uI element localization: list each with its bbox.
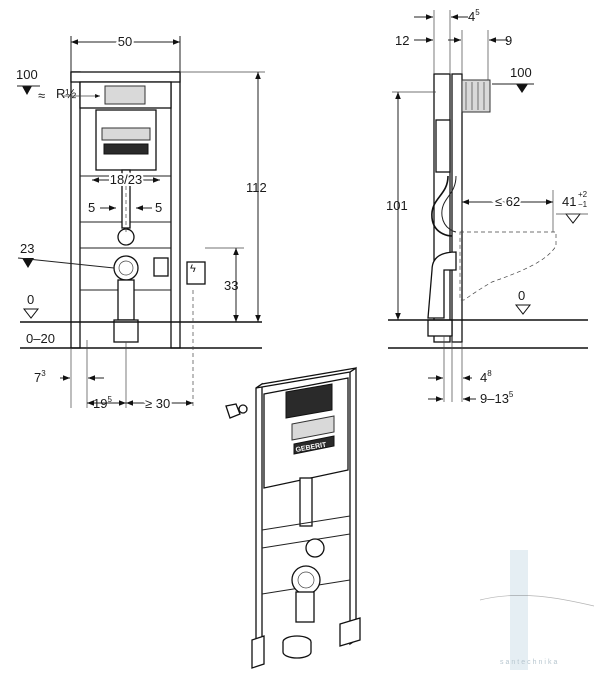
socket-height-label: 33 bbox=[224, 278, 238, 293]
front-water-height: 100 bbox=[16, 67, 38, 82]
electric-bolt-icon: ϟ bbox=[190, 263, 196, 275]
product-valve-block bbox=[285, 383, 333, 419]
drain-height-label: 23 bbox=[20, 241, 34, 256]
front-floor-marker bbox=[22, 308, 40, 319]
front-logo-plate bbox=[103, 143, 149, 155]
bottom-mid-label: 195 bbox=[93, 395, 112, 411]
side-water-level-marker bbox=[516, 84, 528, 93]
outlet-spacing-label: 18/23 bbox=[110, 172, 143, 187]
front-height-label: 112 bbox=[246, 180, 267, 195]
front-water-level-marker bbox=[22, 86, 32, 95]
drain-bend bbox=[113, 255, 139, 281]
bottom-left-label: 73 bbox=[34, 369, 46, 385]
product-top-bar bbox=[255, 367, 357, 389]
product-foot-left bbox=[251, 635, 265, 669]
side-drain-socket bbox=[427, 319, 453, 337]
front-view: 50 112 100 R½ ≈ 18/23 5 5 23 33 ϟ 0 0 bbox=[16, 32, 267, 413]
drain-pipe bbox=[117, 279, 135, 321]
product-post-left bbox=[255, 382, 263, 668]
side-seat-label: 41 bbox=[562, 194, 576, 209]
watermark-bar bbox=[510, 550, 528, 670]
product-actuator bbox=[291, 415, 335, 441]
offset-right-label: 5 bbox=[155, 200, 162, 215]
front-floor-range: 0–20 bbox=[26, 331, 55, 346]
drain-level-marker bbox=[22, 258, 34, 268]
side-top-left-label: 12 bbox=[395, 33, 409, 48]
side-frame-rail bbox=[451, 73, 463, 343]
watermark-text: santechnika bbox=[500, 659, 559, 666]
product-post-right bbox=[349, 366, 357, 646]
side-floor-marker bbox=[514, 304, 532, 315]
product-drain-bend bbox=[291, 565, 321, 595]
drain-socket bbox=[113, 319, 139, 343]
side-toilet-bowl bbox=[459, 231, 557, 301]
power-socket-box bbox=[186, 261, 206, 285]
side-seat-tol-minus: −1 bbox=[578, 200, 588, 209]
front-floor-label: 0 bbox=[27, 292, 34, 307]
side-cistern-valve bbox=[461, 79, 491, 113]
side-bowl-reach-label: ≤ 62 bbox=[495, 194, 520, 209]
watermark-arc bbox=[479, 595, 595, 607]
side-flush-pipe bbox=[431, 175, 453, 237]
side-view: 45 12 9 100 101 ≤ 62 41 +2 −1 0 bbox=[386, 8, 588, 406]
frame-post-right bbox=[170, 71, 181, 349]
actuator-plate bbox=[101, 127, 151, 141]
side-floor-label: 0 bbox=[518, 288, 525, 303]
frame-top-bar bbox=[70, 71, 181, 83]
side-seat-level-marker bbox=[564, 213, 582, 224]
offset-left-label: 5 bbox=[88, 200, 95, 215]
frame-post-left bbox=[70, 71, 81, 349]
front-width-label: 50 bbox=[118, 34, 132, 49]
side-bottom-range-label: 9–135 bbox=[480, 390, 514, 406]
side-height-label: 101 bbox=[386, 198, 408, 213]
side-top-label: 45 bbox=[468, 8, 480, 24]
product-supply-connector bbox=[305, 538, 325, 558]
product-drain-pipe bbox=[295, 591, 315, 623]
side-cistern-body bbox=[435, 119, 451, 173]
mounting-bolt-box bbox=[153, 257, 169, 277]
product-bolt bbox=[225, 403, 241, 419]
bottom-right-label: ≥ 30 bbox=[145, 396, 170, 411]
product-flush-pipe bbox=[299, 477, 313, 527]
side-top-right-label: 9 bbox=[505, 33, 512, 48]
side-seat-tol-plus: +2 bbox=[578, 190, 588, 199]
product-logo-plate bbox=[293, 435, 335, 455]
side-drain-bend bbox=[427, 251, 457, 319]
product-perspective-view: GEBERIT bbox=[225, 366, 361, 669]
product-foot-right bbox=[339, 617, 361, 647]
water-wave-icon: ≈ bbox=[38, 88, 45, 103]
side-water-height: 100 bbox=[510, 65, 532, 80]
drain-bend-inner bbox=[118, 260, 134, 276]
product-washer bbox=[238, 404, 248, 414]
front-water-thread: R½ bbox=[56, 86, 76, 101]
side-bottom-label: 48 bbox=[480, 369, 492, 385]
inspection-opening bbox=[104, 85, 146, 105]
